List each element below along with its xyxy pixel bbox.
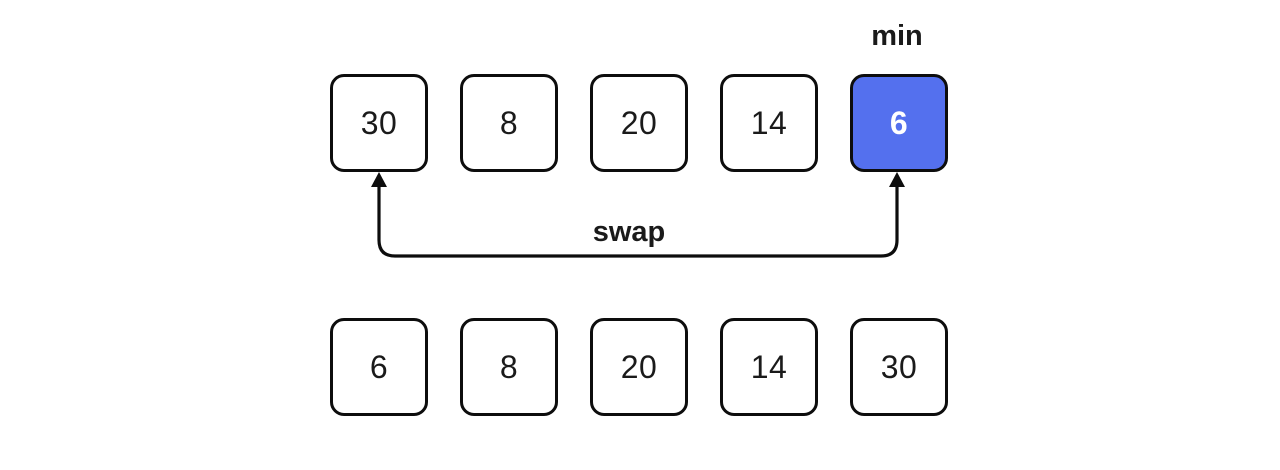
array-cell-bottom-4: 30 — [850, 318, 948, 416]
array-cell-top-4-min: 6 — [850, 74, 948, 172]
swap-label: swap — [592, 216, 666, 248]
array-row-bottom: 6 8 20 14 30 — [330, 318, 948, 416]
swap-arrowhead-left-icon — [371, 172, 387, 187]
array-cell-bottom-3: 14 — [720, 318, 818, 416]
array-cell-top-0: 30 — [330, 74, 428, 172]
array-cell-bottom-1: 8 — [460, 318, 558, 416]
min-label: min — [871, 20, 923, 52]
array-cell-top-1: 8 — [460, 74, 558, 172]
array-row-top: 30 8 20 14 6 — [330, 74, 948, 172]
array-cell-bottom-0: 6 — [330, 318, 428, 416]
array-cell-top-3: 14 — [720, 74, 818, 172]
array-cell-bottom-2: 20 — [590, 318, 688, 416]
swap-arrowhead-right-icon — [889, 172, 905, 187]
array-cell-top-2: 20 — [590, 74, 688, 172]
